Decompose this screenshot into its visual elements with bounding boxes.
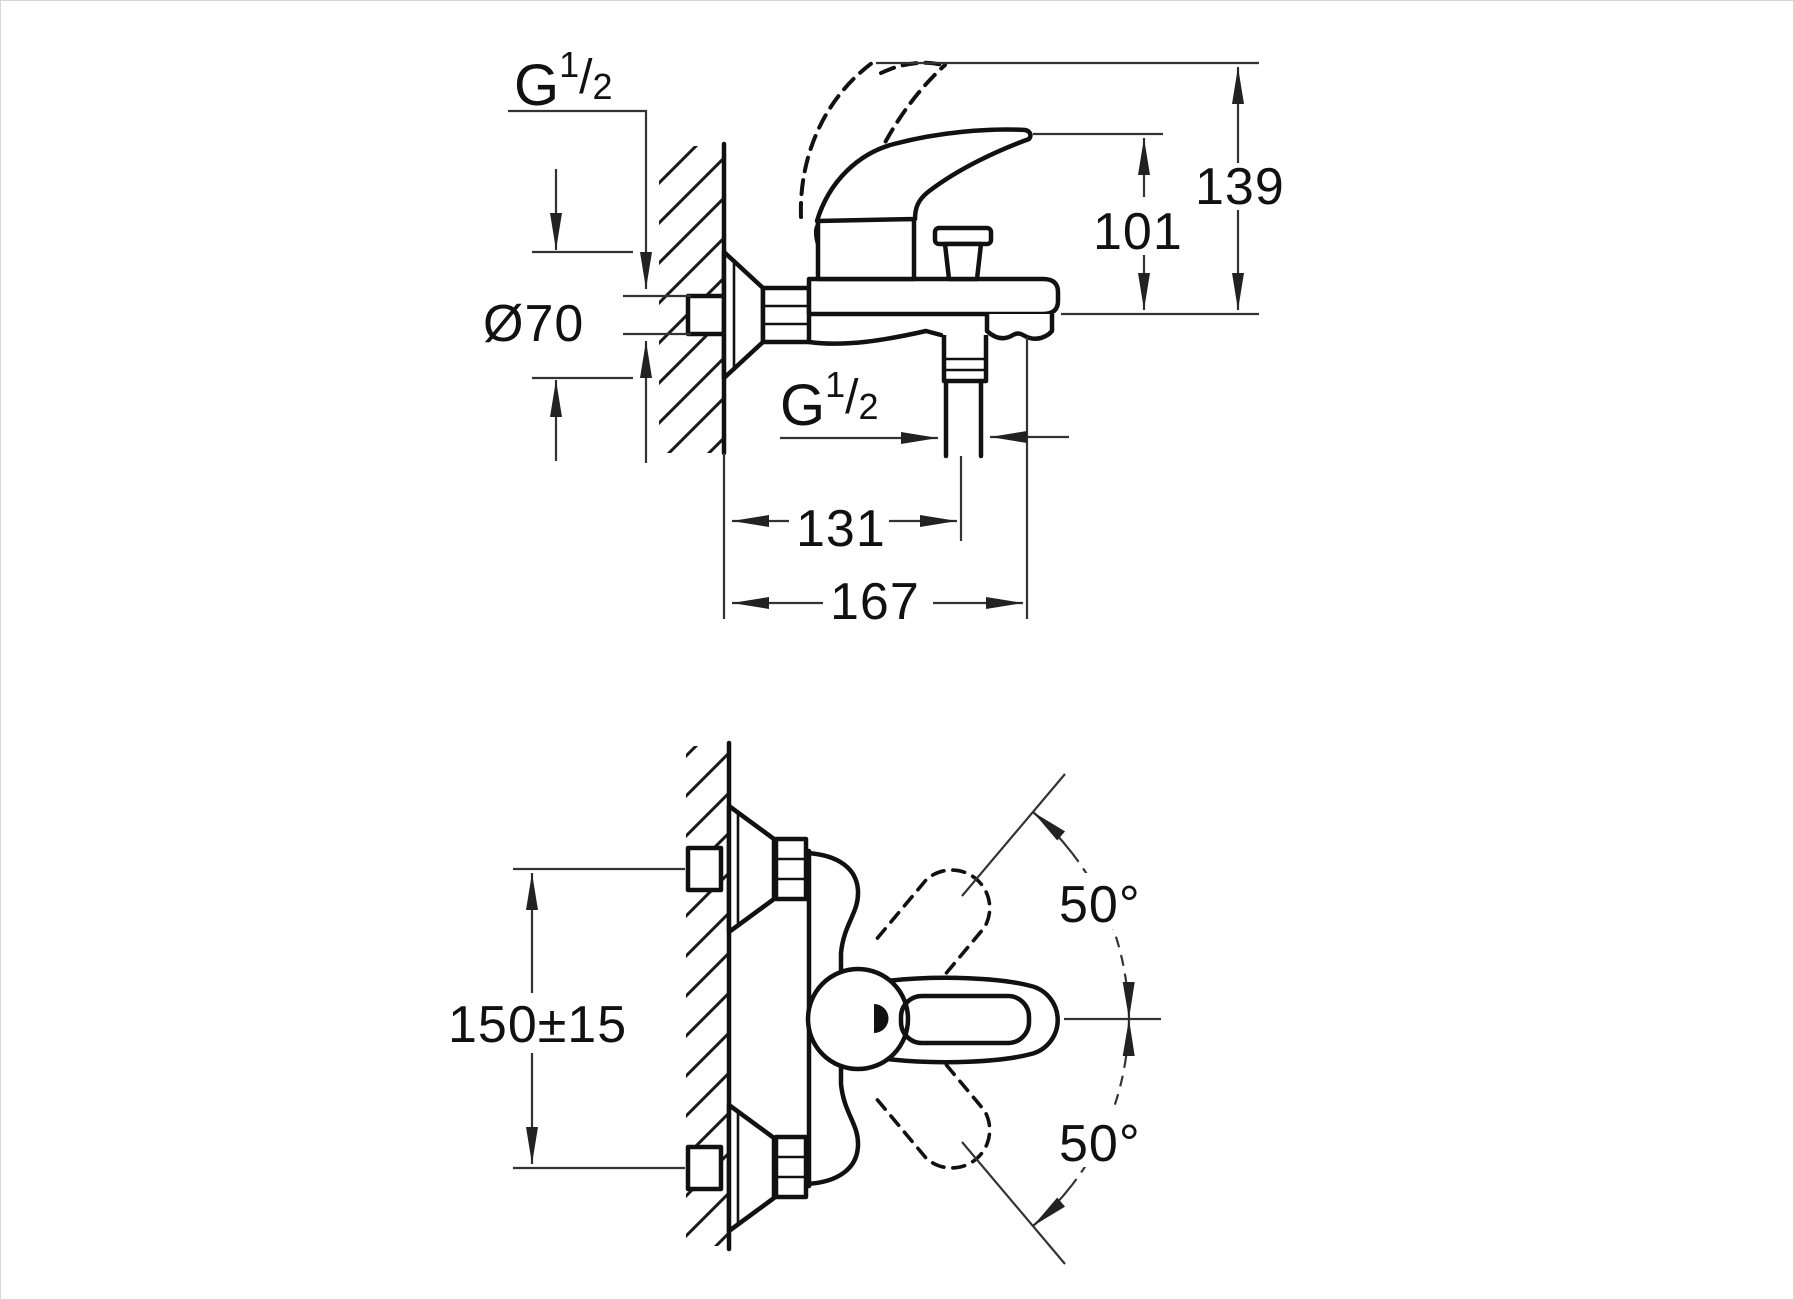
- body-bulge-lower: [804, 1064, 861, 1187]
- handle-dashed-lower: [873, 1047, 992, 1170]
- swing-down-label-mask: [1051, 1111, 1167, 1167]
- dim-depth-131: 131: [732, 456, 963, 558]
- dim-depth-167: 167: [732, 337, 1029, 631]
- thread-wall-label: G1/2: [514, 44, 613, 118]
- inlet-square: [685, 293, 727, 337]
- swing-down-label: 50°: [1059, 1115, 1141, 1173]
- aerator: [984, 314, 1055, 341]
- union-nut-lower: [773, 1134, 809, 1200]
- height-139-label: 139: [1195, 158, 1285, 216]
- dim-thread-shower: G1/2: [780, 364, 1069, 444]
- mixer-body: [806, 276, 1061, 317]
- lever-raised-dashed-2: [857, 63, 947, 207]
- dim-handle-swing: 50° 50°: [961, 773, 1167, 1265]
- union-nut: [760, 285, 812, 345]
- cartridge-housing: [815, 216, 917, 282]
- handle-dome: [805, 966, 911, 1072]
- diverter-knob-flange: [932, 225, 994, 247]
- plan-view: 150±15 50° 50°: [448, 740, 1167, 1265]
- depth-131-label: 131: [796, 500, 886, 558]
- swing-up-label: 50°: [1059, 876, 1141, 934]
- lever-raised-dashed-cap: [879, 60, 945, 75]
- handle-dot: [874, 1004, 889, 1033]
- escutcheon-cone-upper: [726, 803, 777, 935]
- escutcheon-cone-lower: [726, 1102, 777, 1234]
- dim-inlet-distance: 150±15: [448, 867, 685, 1170]
- handle-plan: [886, 975, 1060, 1065]
- lever-handle: [814, 127, 1033, 224]
- escutcheon-cone: [721, 249, 766, 381]
- union-nut-upper: [773, 836, 809, 902]
- swing-arc-lower-in: [1122, 1018, 1135, 1058]
- thread-shower-label: G1/2: [780, 364, 879, 438]
- spout-underside: [806, 328, 944, 346]
- swing-ray-upper: [961, 773, 1066, 897]
- lever-raised-dashed: [798, 61, 874, 219]
- inlet-distance-label: 150±15: [448, 996, 627, 1054]
- dim-height-139: 139: [876, 61, 1285, 316]
- swing-arc-upper-in: [1122, 980, 1135, 1020]
- handle-inner-outline: [898, 993, 1032, 1046]
- swing-ray-lower: [961, 1141, 1066, 1265]
- inlet-square-lower: [685, 1144, 724, 1192]
- handle-dashed-upper: [873, 868, 992, 991]
- dim-height-101: 101: [1033, 132, 1183, 310]
- body-bulge-upper: [804, 850, 861, 974]
- height-101-label: 101: [1093, 203, 1183, 261]
- side-elevation-view: G1/2 Ø70 101 139: [483, 44, 1285, 631]
- dim-thread-wall: G1/2: [508, 44, 691, 463]
- diverter-knob-stem: [942, 241, 984, 282]
- depth-167-label: 167: [830, 573, 920, 631]
- swing-up-label-mask: [1051, 873, 1167, 929]
- escutcheon-diameter-label: Ø70: [483, 295, 584, 353]
- swing-arc-lower-end: [1032, 1184, 1073, 1227]
- dim-escutcheon-diameter: Ø70: [483, 169, 633, 461]
- inlet-square-upper: [685, 845, 724, 893]
- swing-arc-upper-end: [1032, 811, 1073, 854]
